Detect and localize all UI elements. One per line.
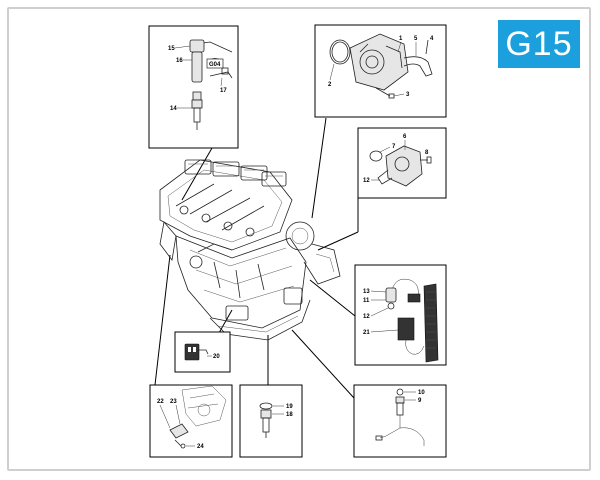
callout-box-temp-sensor: 19 18	[239, 384, 303, 458]
callout-22: 22	[157, 399, 164, 405]
callout-box-thermostat: 6 7 8 12	[357, 127, 447, 199]
callout-6: 6	[403, 134, 407, 140]
callout-7: 7	[392, 144, 396, 150]
callout-14: 14	[170, 106, 177, 112]
callout-box-coolant-pump: 1 5 4 2 3	[314, 24, 447, 118]
callout-box-sensor-wiring: 13 11 12 21	[354, 264, 447, 366]
callout-5: 5	[414, 36, 418, 42]
leader-thermostat-b	[317, 231, 359, 251]
callout-19: 19	[286, 404, 293, 410]
callout-g04: G04	[209, 62, 221, 68]
callout-box-spark-plug: 15 16 G04 17 14	[148, 25, 239, 149]
callout-8: 8	[425, 150, 429, 156]
callout-1: 1	[399, 36, 403, 42]
callout-2: 2	[328, 82, 332, 88]
callout-16: 16	[176, 58, 183, 64]
callout-11: 11	[363, 298, 370, 304]
leader-oil-sensor	[291, 329, 355, 399]
engine-block	[159, 159, 341, 341]
section-badge: G15	[498, 20, 580, 68]
callout-4: 4	[430, 36, 434, 42]
leader-coolant-pump	[311, 117, 327, 219]
callout-10: 10	[418, 390, 425, 396]
callout-15: 15	[168, 46, 175, 52]
leader-sensor-wiring	[309, 279, 356, 317]
callout-9: 9	[418, 398, 422, 404]
callout-20: 20	[213, 354, 220, 360]
callout-21: 21	[363, 330, 370, 336]
callout-18: 18	[286, 412, 293, 418]
callout-box-connector: 20	[174, 331, 231, 373]
callout-23: 23	[170, 399, 177, 405]
callout-17: 17	[220, 88, 227, 94]
callout-24: 24	[197, 444, 204, 450]
callout-13: 13	[363, 289, 370, 295]
callout-12: 12	[363, 178, 370, 184]
callout-3: 3	[406, 92, 410, 98]
callout-12b: 12	[363, 314, 370, 320]
leader-crank-sensor	[154, 254, 171, 386]
callout-box-oil-sensor: 10 9	[353, 384, 447, 458]
callout-box-crank-sensor: 22 23 24	[149, 384, 233, 458]
